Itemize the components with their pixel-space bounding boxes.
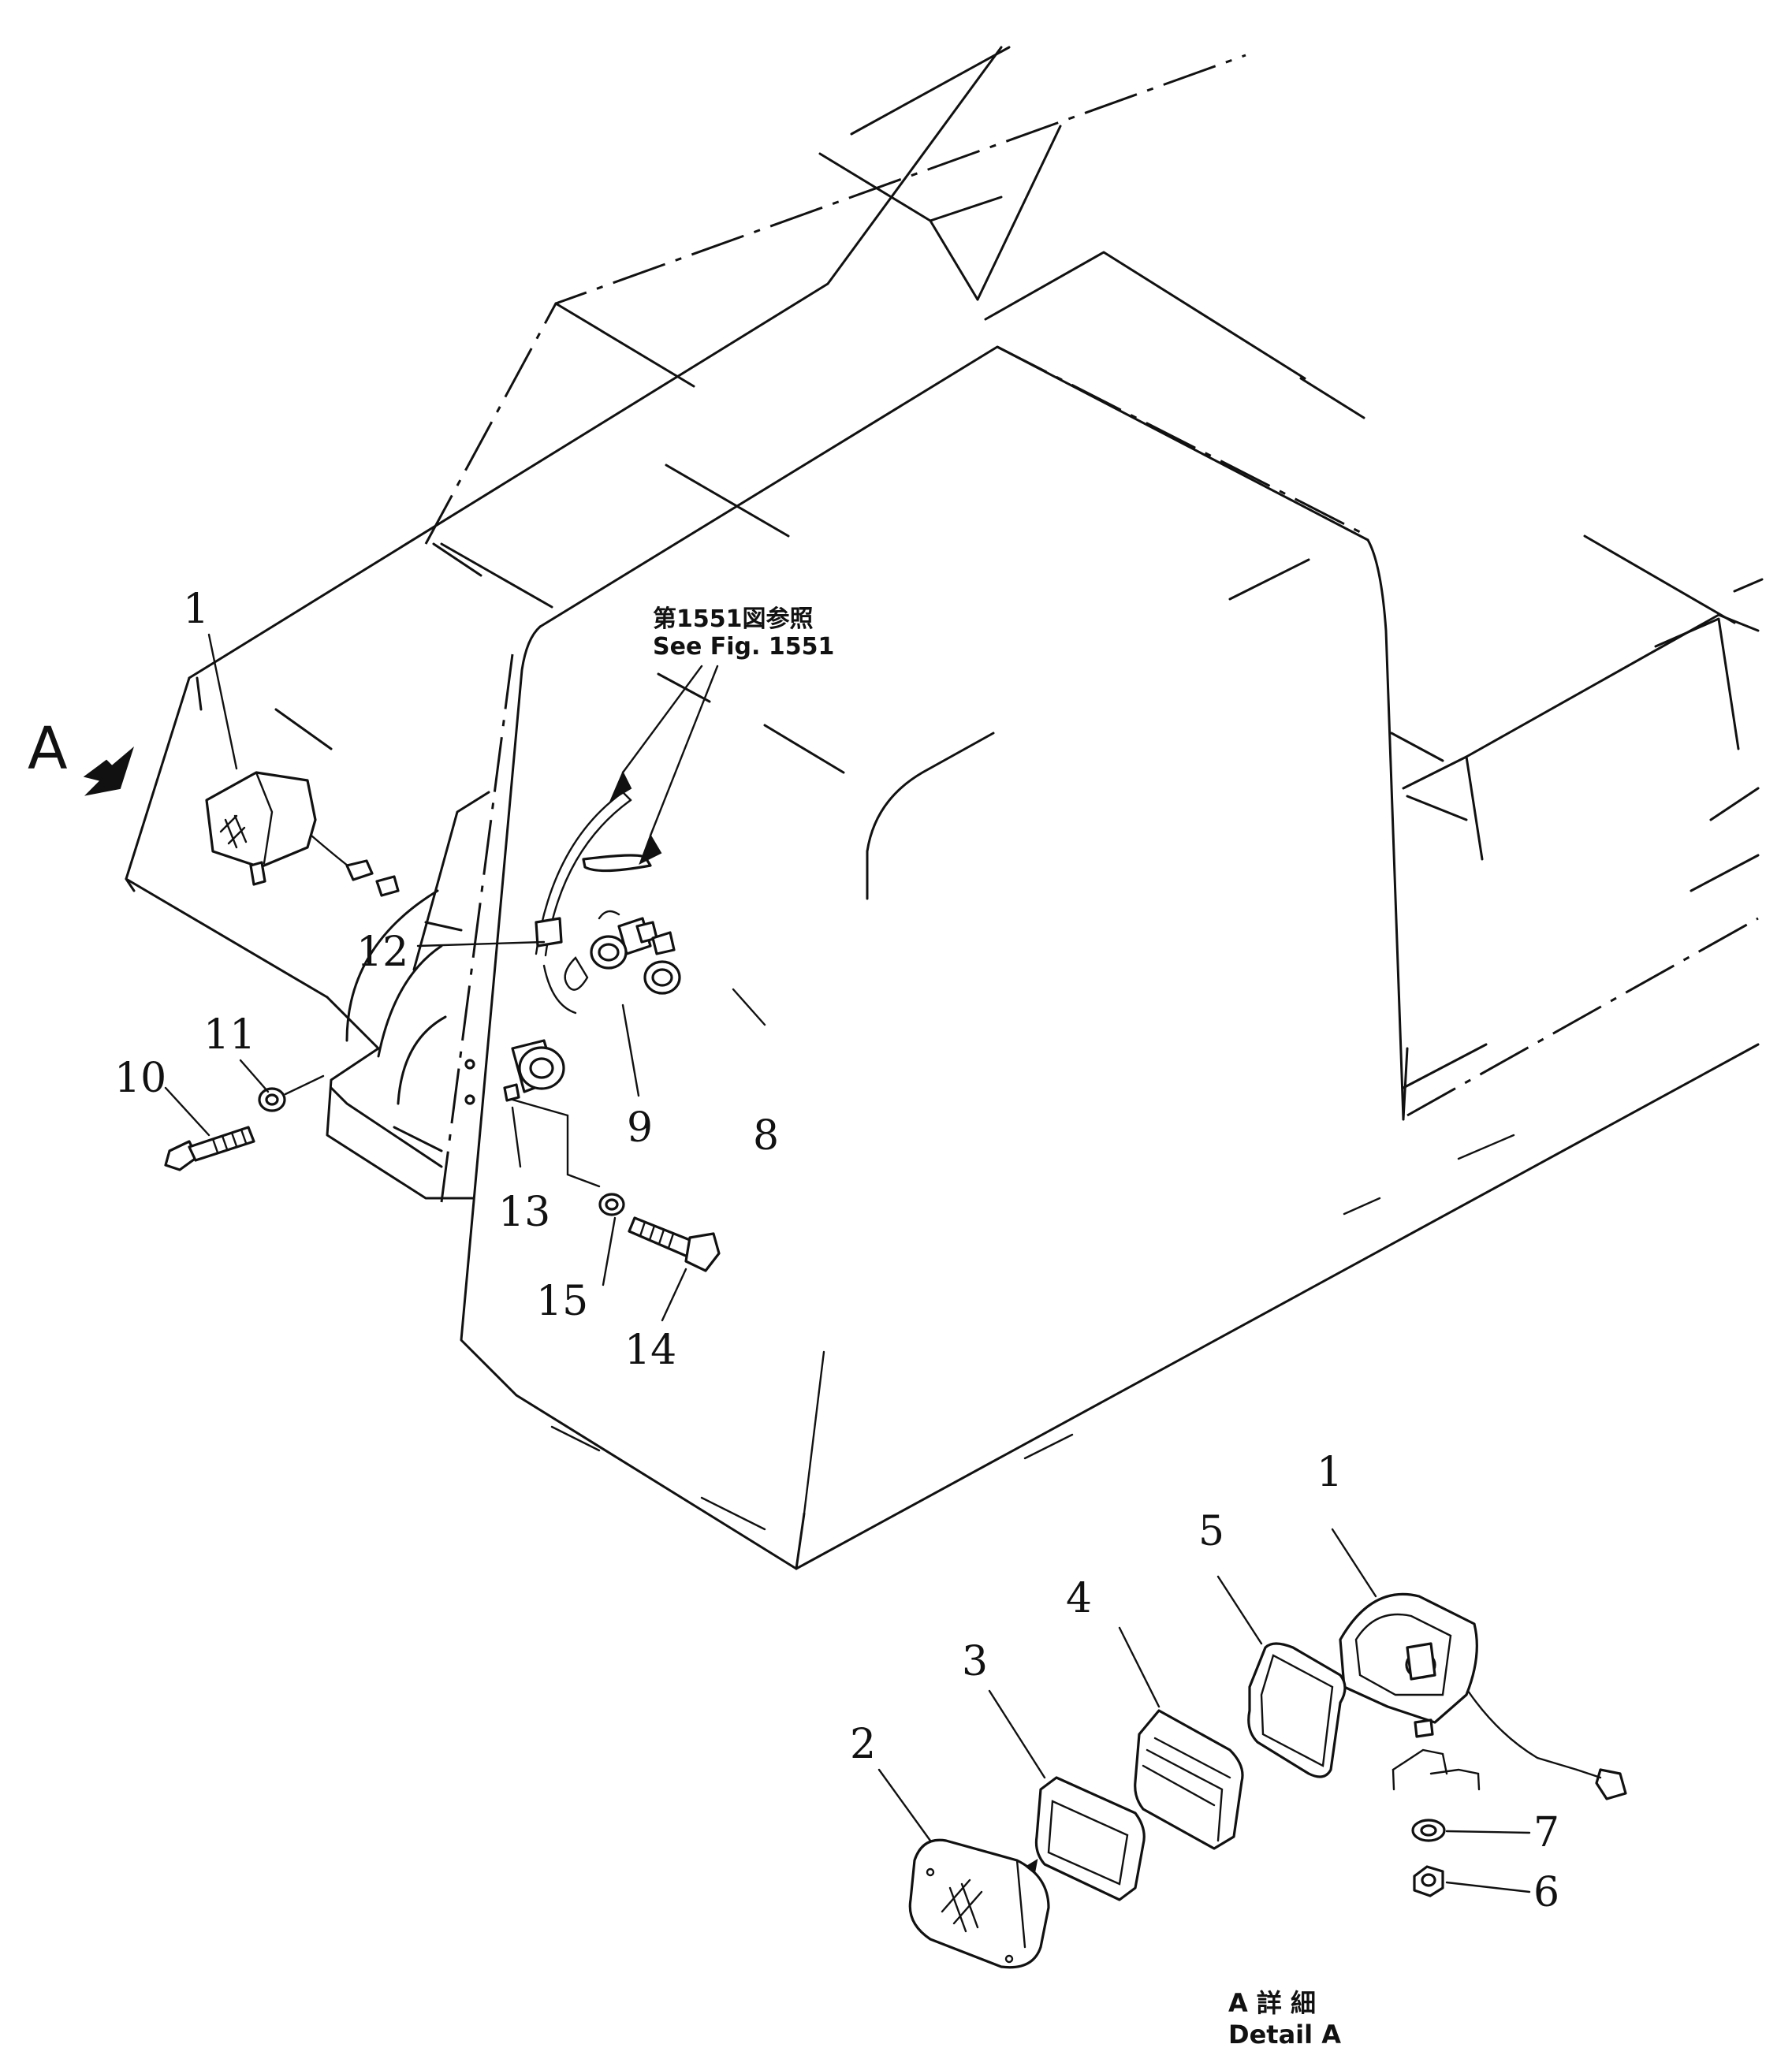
callout-10: 10 (114, 1055, 166, 1102)
callout-12: 12 (356, 929, 408, 976)
mounted-work-lamp (205, 771, 400, 897)
callout-14: 14 (624, 1327, 676, 1374)
bolt-10 (164, 1126, 255, 1171)
leader-lines (164, 633, 1531, 1893)
detail-a-lamp-body-1 (1339, 1592, 1627, 1800)
view-a-arrow-icon (83, 746, 135, 796)
ref-arrowhead-upper (609, 770, 632, 802)
machine-body (125, 46, 1764, 1570)
reference-note-ja: 第1551図参照 (653, 605, 814, 633)
callout-9: 9 (627, 1104, 653, 1152)
bolt-14 (628, 1216, 721, 1272)
detail-a-seal-5 (1247, 1642, 1347, 1778)
callout-1: 1 (183, 586, 209, 633)
detail-a-gasket-3 (1034, 1776, 1146, 1901)
callout-5: 5 (1198, 1508, 1224, 1555)
washer-15 (598, 1193, 625, 1216)
callout-1-detail: 1 (1317, 1449, 1343, 1496)
ref-arrowhead-lower (639, 833, 662, 866)
callout-7: 7 (1533, 1809, 1559, 1856)
detail-a-lens-2 (908, 1838, 1050, 1969)
callout-6: 6 (1533, 1869, 1559, 1916)
callout-2: 2 (850, 1721, 876, 1768)
callout-11: 11 (203, 1011, 255, 1059)
harness-clamps-and-switches (464, 791, 681, 1188)
detail-a-washer-7 (1411, 1819, 1446, 1842)
callout-13: 13 (498, 1189, 550, 1236)
detail-caption-ja: A 詳 細 (1228, 1988, 1316, 2018)
detail-a-bracket (1392, 1748, 1481, 1791)
detail-a-nut-6 (1413, 1865, 1444, 1897)
callout-3: 3 (962, 1638, 988, 1685)
callout-8: 8 (753, 1112, 779, 1160)
detail-caption-en: Detail A (1228, 2020, 1341, 2050)
view-a-label: A (28, 715, 68, 783)
reference-note-en: See Fig. 1551 (653, 633, 834, 661)
callout-15: 15 (536, 1278, 588, 1325)
callout-4: 4 (1066, 1575, 1092, 1622)
washer-11 (258, 1074, 325, 1112)
detail-a-rim-4 (1134, 1709, 1244, 1850)
